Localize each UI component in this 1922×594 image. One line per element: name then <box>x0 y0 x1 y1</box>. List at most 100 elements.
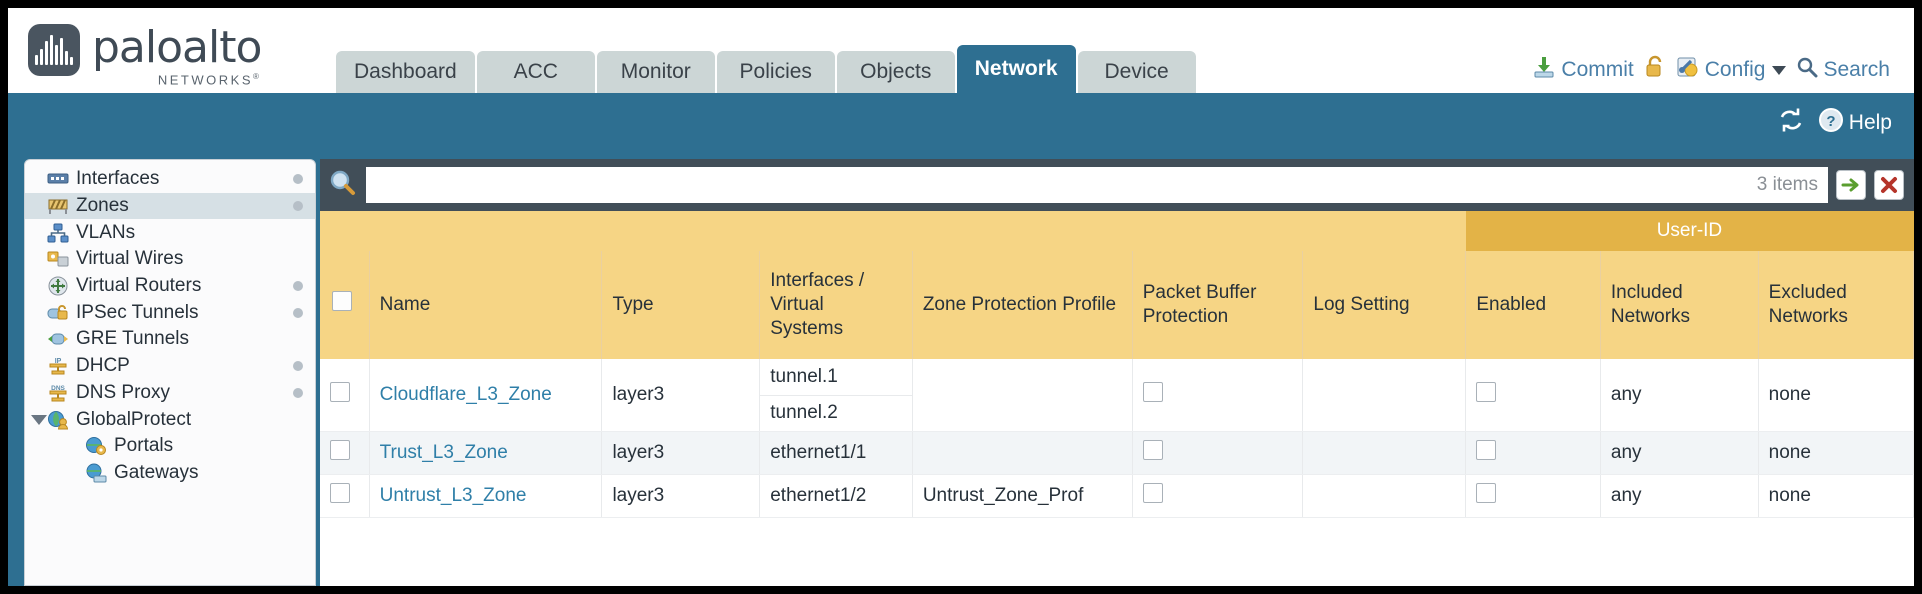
tab-acc[interactable]: ACC <box>476 51 595 93</box>
cell-zone-protection-profile <box>912 358 1133 432</box>
row-checkbox[interactable] <box>330 439 350 460</box>
status-dot <box>293 307 303 318</box>
refresh-button[interactable] <box>1778 108 1804 138</box>
packet-buffer-protection-checkbox[interactable] <box>1142 439 1163 460</box>
packet-buffer-protection-checkbox[interactable] <box>1142 482 1163 503</box>
packet-buffer-protection-checkbox[interactable] <box>1142 381 1163 402</box>
commit-button[interactable]: Commit <box>1532 55 1634 85</box>
row-checkbox[interactable] <box>330 482 350 503</box>
sidebar-item-label: Portals <box>114 435 174 457</box>
table-row[interactable]: Cloudflare_L3_Zone layer3 tunnel.1 tunne… <box>320 358 1914 432</box>
tab-dashboard[interactable]: Dashboard <box>336 51 475 93</box>
search-button[interactable]: Search <box>1796 56 1890 84</box>
row-checkbox[interactable] <box>330 381 350 402</box>
band-actions: ? Help <box>1778 107 1892 139</box>
col-header-zone-protection-profile[interactable]: Zone Protection Profile <box>912 250 1133 359</box>
status-dot <box>293 201 303 212</box>
status-dot <box>293 174 303 185</box>
cell-name[interactable]: Untrust_L3_Zone <box>369 474 603 518</box>
col-header-interfaces[interactable]: Interfaces / Virtual Systems <box>759 250 913 359</box>
cell-interfaces: ethernet1/1 <box>759 431 913 475</box>
portals-icon <box>85 436 107 456</box>
svg-text:IP: IP <box>55 358 62 365</box>
sidebar-item-virtual-routers[interactable]: Virtual Routers <box>25 273 315 300</box>
search-field-wrap[interactable]: 3 items <box>366 167 1828 203</box>
cell-log-setting <box>1302 474 1467 518</box>
virtual-wires-icon <box>47 249 69 269</box>
cell-packet-buffer-protection[interactable] <box>1132 358 1304 432</box>
tab-policies[interactable]: Policies <box>716 51 835 93</box>
row-select-cell[interactable] <box>320 431 370 475</box>
col-header-type[interactable]: Type <box>601 250 761 359</box>
sidebar-item-vlans[interactable]: VLANs <box>25 219 315 246</box>
content-panel: 3 items <box>320 159 1914 586</box>
chevron-down-icon[interactable] <box>1772 65 1787 75</box>
cell-name[interactable]: Cloudflare_L3_Zone <box>369 358 603 432</box>
sidebar-item-portals[interactable]: Portals <box>25 433 315 460</box>
cell-userid-enabled[interactable] <box>1465 358 1601 432</box>
sidebar-item-label: GlobalProtect <box>76 408 192 430</box>
apply-filter-button[interactable] <box>1836 170 1866 200</box>
sidebar-item-virtual-wires[interactable]: Virtual Wires <box>25 246 315 273</box>
col-header-name[interactable]: Name <box>369 250 603 359</box>
col-header-excluded-networks[interactable]: Excluded Networks <box>1758 250 1914 359</box>
cell-name[interactable]: Trust_L3_Zone <box>369 431 603 475</box>
sidebar-item-label: Virtual Routers <box>76 275 202 297</box>
zone-link[interactable]: Cloudflare_L3_Zone <box>379 383 552 405</box>
userid-enabled-checkbox[interactable] <box>1476 439 1497 460</box>
commit-icon <box>1532 55 1556 85</box>
sidebar-item-gre-tunnels[interactable]: GRE Tunnels <box>25 326 315 353</box>
sub-header-band: ? Help <box>8 93 1914 155</box>
help-button[interactable]: ? Help <box>1818 107 1892 139</box>
cell-packet-buffer-protection[interactable] <box>1132 474 1304 518</box>
sidebar-item-label: Zones <box>76 195 129 217</box>
svg-text:?: ? <box>1826 113 1835 130</box>
sidebar-item-dhcp[interactable]: IP DHCP <box>25 353 315 380</box>
cell-userid-enabled[interactable] <box>1465 474 1601 518</box>
zones-table-head: User-ID Name Type Interfaces / Virtual S… <box>320 211 1914 359</box>
expand-triangle-icon[interactable] <box>31 414 47 425</box>
sidebar-item-interfaces[interactable]: Interfaces <box>25 166 315 193</box>
col-header-log-setting[interactable]: Log Setting <box>1302 250 1467 359</box>
clear-filter-button[interactable] <box>1874 170 1904 200</box>
table-row[interactable]: Untrust_L3_Zone layer3 ethernet1/2 Untru… <box>320 474 1914 518</box>
lock-button[interactable] <box>1644 55 1666 85</box>
tab-monitor[interactable]: Monitor <box>596 51 715 93</box>
zone-link[interactable]: Trust_L3_Zone <box>379 441 508 463</box>
cell-log-setting <box>1302 431 1467 475</box>
tab-network[interactable]: Network <box>956 45 1076 93</box>
userid-enabled-checkbox[interactable] <box>1476 381 1497 402</box>
paloalto-logo[interactable]: paloalto NETWORKS® <box>28 24 262 87</box>
cell-type: layer3 <box>601 474 761 518</box>
sidebar-item-zones[interactable]: Zones <box>25 192 315 220</box>
config-button[interactable]: Config <box>1676 55 1787 85</box>
tab-device[interactable]: Device <box>1077 51 1196 93</box>
cell-userid-enabled[interactable] <box>1465 431 1601 475</box>
search-input[interactable] <box>376 174 1749 196</box>
cell-included-networks: any <box>1600 358 1759 432</box>
table-row[interactable]: Trust_L3_Zone layer3 ethernet1/1 any non… <box>320 431 1914 475</box>
sidebar-item-globalprotect[interactable]: GlobalProtect <box>25 406 315 433</box>
group-header-row: User-ID <box>320 211 1914 251</box>
magnifier-icon[interactable] <box>328 168 358 203</box>
cell-interfaces: tunnel.1 tunnel.2 <box>759 358 913 432</box>
col-header-packet-buffer-protection[interactable]: Packet Buffer Protection <box>1132 250 1304 359</box>
sidebar-item-dns-proxy[interactable]: DNS DNS Proxy <box>25 380 315 407</box>
userid-enabled-checkbox[interactable] <box>1476 482 1497 503</box>
sidebar-item-label: DHCP <box>76 355 130 377</box>
column-header-row: Name Type Interfaces / Virtual Systems Z… <box>320 250 1914 359</box>
items-count-label: 3 items <box>1756 174 1818 195</box>
network-sidebar: Interfaces Zones VLANs Vir <box>24 159 316 586</box>
col-header-included-networks[interactable]: Included Networks <box>1600 250 1759 359</box>
sidebar-item-ipsec-tunnels[interactable]: IPSec Tunnels <box>25 299 315 326</box>
row-select-cell[interactable] <box>320 358 370 432</box>
select-all-checkbox[interactable] <box>332 291 352 312</box>
zone-link[interactable]: Untrust_L3_Zone <box>379 484 527 506</box>
row-select-cell[interactable] <box>320 474 370 518</box>
col-header-enabled[interactable]: Enabled <box>1465 250 1601 359</box>
sidebar-item-gateways[interactable]: Gateways <box>25 460 315 487</box>
select-all-header[interactable] <box>320 250 370 359</box>
cell-zone-protection-profile <box>912 431 1133 475</box>
tab-objects[interactable]: Objects <box>836 51 955 93</box>
cell-packet-buffer-protection[interactable] <box>1132 431 1304 475</box>
